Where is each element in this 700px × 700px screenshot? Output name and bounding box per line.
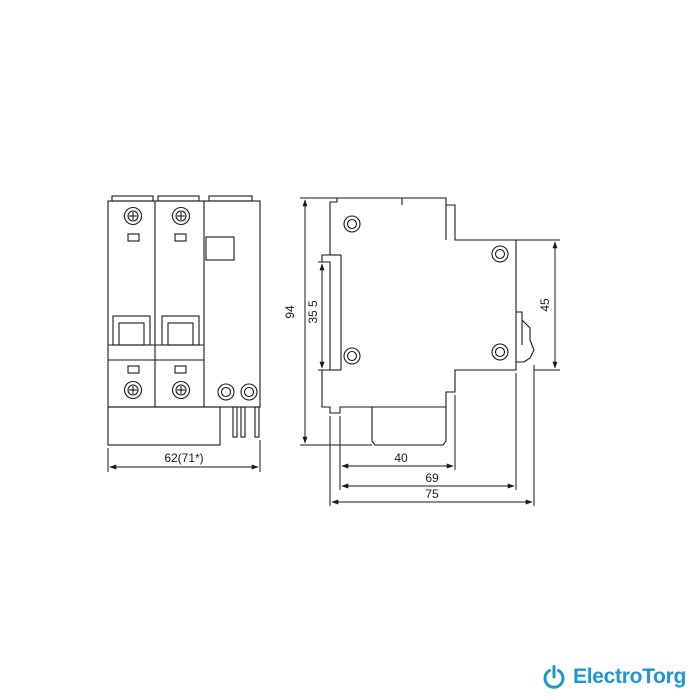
rivet-icon	[491, 343, 509, 361]
rivet-icon	[491, 245, 509, 263]
rivet-icon	[343, 215, 361, 233]
depth-label-40: 40	[394, 451, 408, 465]
terminal-screw-icon	[171, 380, 191, 400]
side-rail-height-label: 35 5	[306, 300, 320, 324]
side-dimensions	[300, 197, 560, 506]
front-width-label: 62(71*)	[164, 451, 203, 465]
test-button-icon	[217, 383, 235, 401]
brand-logo: ElectroTorg	[541, 664, 686, 690]
terminal-screw-icon	[123, 206, 143, 226]
front-width-dimension	[107, 440, 261, 472]
brand-name: ElectroTorg	[573, 665, 686, 688]
front-view	[107, 195, 261, 446]
side-right-height-label: 45	[538, 298, 552, 312]
side-view	[321, 197, 535, 446]
terminal-screw-icon	[123, 380, 143, 400]
side-profile	[321, 197, 517, 414]
terminal-screw-icon	[171, 206, 191, 226]
side-height-label: 94	[283, 305, 297, 319]
depth-label-75: 75	[425, 487, 439, 501]
din-clip	[516, 311, 535, 363]
front-lower-housing	[107, 406, 221, 446]
power-icon	[543, 665, 565, 689]
test-button-icon	[240, 383, 258, 401]
depth-label-69: 69	[425, 471, 439, 485]
rivet-icon	[343, 347, 361, 365]
front-body	[107, 200, 261, 408]
